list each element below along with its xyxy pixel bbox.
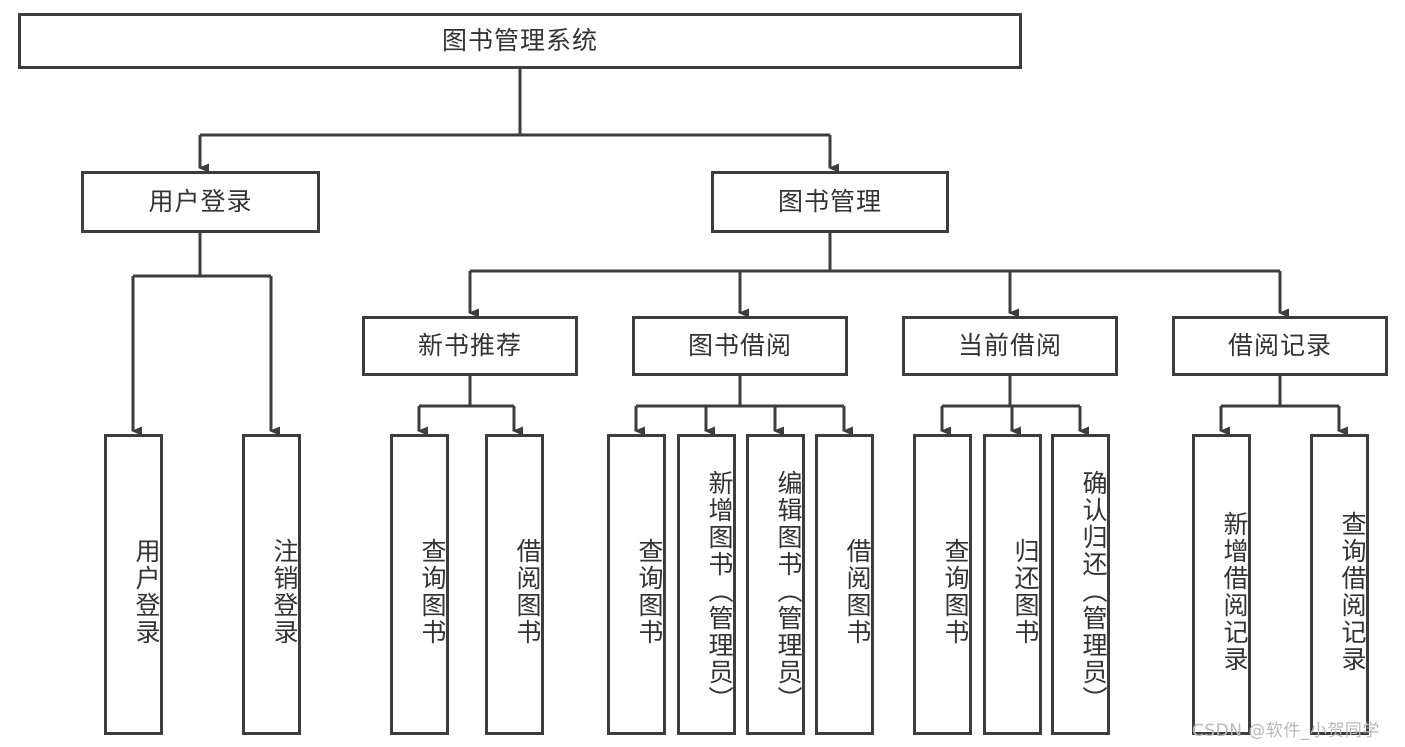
node-leaf-query-book-2[interactable]: 查询图书 — [607, 434, 666, 735]
node-leaf-borrow-book-1[interactable]: 借阅图书 — [485, 434, 544, 735]
node-leaf-query-record[interactable]: 查询借阅记录 — [1310, 434, 1369, 735]
node-root-label: 图书管理系统 — [441, 26, 598, 56]
node-leaf-query-book-3-label: 查询图书 — [941, 537, 970, 646]
node-new-book-rec-label: 新书推荐 — [417, 331, 522, 361]
node-leaf-query-book-3[interactable]: 查询图书 — [913, 434, 972, 735]
node-current-borrow[interactable]: 当前借阅 — [902, 316, 1118, 376]
node-leaf-confirm-return[interactable]: 确认归还（管理员） — [1051, 434, 1110, 735]
csdn-watermark: CSDN @软件_小贺同学 — [1192, 721, 1380, 741]
node-leaf-user-login-label: 用户登录 — [132, 537, 161, 646]
node-user-login[interactable]: 用户登录 — [81, 171, 320, 233]
node-book-manage-label: 图书管理 — [777, 187, 882, 217]
node-leaf-add-record[interactable]: 新增借阅记录 — [1192, 434, 1251, 735]
node-leaf-add-book-label: 新增图书（管理员） — [705, 470, 734, 713]
node-new-book-rec[interactable]: 新书推荐 — [362, 316, 578, 376]
node-root[interactable]: 图书管理系统 — [18, 13, 1022, 69]
node-leaf-add-book[interactable]: 新增图书（管理员） — [677, 434, 736, 735]
node-borrow-record-label: 借阅记录 — [1227, 331, 1332, 361]
node-leaf-user-login[interactable]: 用户登录 — [104, 434, 163, 735]
node-leaf-return-book[interactable]: 归还图书 — [983, 434, 1042, 735]
node-book-borrow[interactable]: 图书借阅 — [632, 316, 848, 376]
node-leaf-query-book-2-label: 查询图书 — [635, 537, 664, 646]
node-leaf-user-logout[interactable]: 注销登录 — [242, 434, 301, 735]
node-leaf-query-book-1-label: 查询图书 — [418, 537, 447, 646]
node-current-borrow-label: 当前借阅 — [957, 331, 1062, 361]
node-book-borrow-label: 图书借阅 — [687, 331, 792, 361]
node-leaf-confirm-return-label: 确认归还（管理员） — [1079, 470, 1108, 713]
node-book-manage[interactable]: 图书管理 — [711, 171, 949, 233]
node-leaf-edit-book[interactable]: 编辑图书（管理员） — [746, 434, 805, 735]
node-leaf-query-record-label: 查询借阅记录 — [1338, 510, 1367, 673]
node-borrow-record[interactable]: 借阅记录 — [1172, 316, 1388, 376]
node-leaf-query-book-1[interactable]: 查询图书 — [390, 434, 449, 735]
node-leaf-return-book-label: 归还图书 — [1011, 537, 1040, 646]
node-leaf-borrow-book-2-label: 借阅图书 — [843, 537, 872, 646]
node-leaf-edit-book-label: 编辑图书（管理员） — [774, 470, 803, 713]
node-leaf-borrow-book-2[interactable]: 借阅图书 — [815, 434, 874, 735]
node-leaf-borrow-book-1-label: 借阅图书 — [513, 537, 542, 646]
node-leaf-user-logout-label: 注销登录 — [270, 537, 299, 646]
node-user-login-label: 用户登录 — [148, 187, 253, 217]
node-leaf-add-record-label: 新增借阅记录 — [1220, 510, 1249, 673]
